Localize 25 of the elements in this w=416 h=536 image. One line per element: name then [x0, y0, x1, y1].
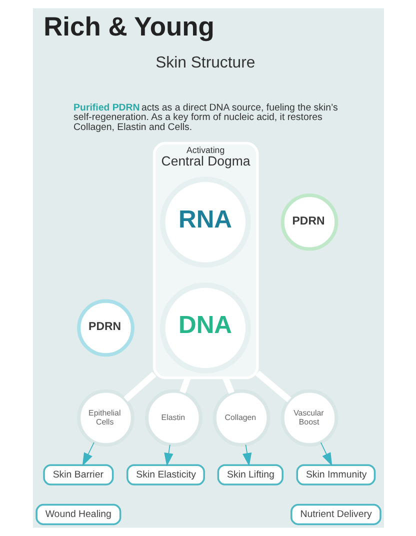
node-circle: PDRN — [280, 193, 338, 251]
node-circle: Elastin — [144, 389, 202, 447]
node-circle: Vascular Boost — [280, 389, 338, 447]
connector — [254, 370, 291, 402]
node-box: Wound Healing — [35, 504, 121, 526]
node-circle: Collagen — [212, 389, 270, 447]
node-circle: RNA — [160, 176, 250, 268]
node-box: Skin Immunity — [296, 464, 376, 486]
node-box: Skin Barrier — [42, 464, 114, 486]
arrow — [242, 444, 252, 466]
diagram-title: Rich & Young — [43, 12, 214, 42]
connector — [222, 376, 234, 394]
node-circle: DNA — [160, 282, 250, 374]
node-circle: PDRN — [76, 299, 134, 357]
label: Purified PDRN acts as a direct DNA source, fueling the skin’s self-regeneration. As a key form of nucleic acid, it restores Collagen, Elastin and Cells. — [73, 102, 338, 133]
arrow — [164, 444, 173, 466]
connector — [179, 376, 190, 394]
arrow — [320, 442, 332, 466]
node-circle: Epithelial Cells — [76, 389, 134, 447]
node-box: Skin Lifting — [216, 464, 283, 486]
arrow — [82, 442, 94, 466]
node-box: Nutrient Delivery — [290, 504, 381, 526]
node-box: Skin Elasticity — [126, 464, 204, 486]
connector — [123, 372, 156, 402]
label: Skin Structure — [155, 54, 255, 72]
